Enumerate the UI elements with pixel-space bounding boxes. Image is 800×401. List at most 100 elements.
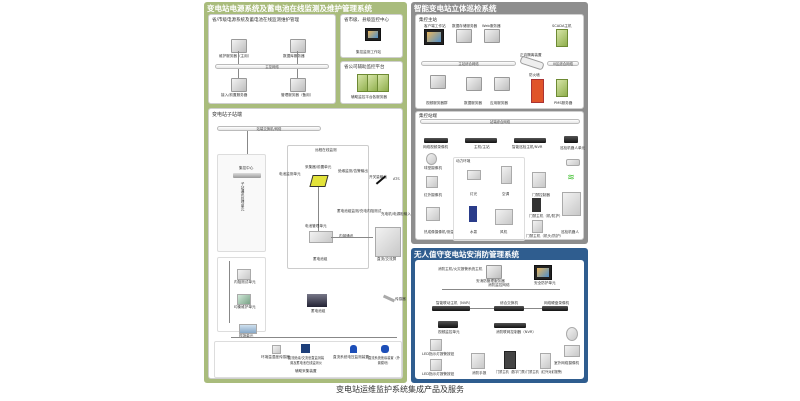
figure-caption: 变电站运维监护系统集成产品及服务: [336, 385, 464, 394]
server-label: 管理服务器（备用）: [281, 93, 314, 97]
pc-unit-label: 电池监测单元: [279, 172, 301, 176]
linkage-host-icon: [432, 306, 470, 311]
pump-icon: [469, 206, 477, 222]
aux-item-label: 直流系统绝缘装置（外置模块）: [368, 356, 400, 365]
center-unit-label: 集控中心: [239, 166, 254, 170]
power-monitoring-system-frame: 变电站电源系统及蓄电池在线监测及维护管理系统 省/市级电源系统及蓄电池在线监测维…: [204, 2, 411, 383]
device-label: 数据存储服务器: [452, 24, 478, 28]
station-end-panel: 集控站端 站端综合网络 网络视频录像机 主机/主站 智能巡检主机/NVR 巡检机…: [415, 111, 586, 241]
fire-system-panel: 消防主机/火灾报警系统主机 安消防管理服务器 安全防护单元 消防监控网络 智能联…: [415, 260, 584, 379]
aux-collector-panel: 环境温湿度传感器 直流绝缘/交流窜直监测装置及蓄电池在线监测仪 直流系统电压监测…: [214, 341, 402, 378]
sub-unit-label: 均衡维护单元: [234, 305, 256, 309]
temp-sensor-icon: [272, 345, 281, 354]
fire-workstation-icon: [534, 265, 552, 280]
access-server-icon: [231, 78, 247, 92]
bus-label: III区综合网络: [553, 62, 573, 66]
panel-title: 省公司辅助监控平台: [344, 65, 385, 70]
outdoor-camera-icon: [564, 345, 580, 357]
device-label: 水泵: [470, 230, 478, 234]
router-icon: [566, 159, 580, 166]
device-label: 红外摄像机: [424, 193, 442, 197]
device-label: 巡检机器人: [561, 230, 579, 234]
aux-item-label: 直流绝缘/交流窜直监测装置及蓄电池在线监测仪: [287, 356, 325, 365]
switch-icon: [494, 306, 524, 311]
aux-platform-panel: 省公司辅助监控平台 辅助监控平台各服务器: [340, 61, 403, 104]
control-network-bus: 主控网络: [215, 64, 329, 69]
collector-icon: [309, 175, 329, 187]
station-network-bus: 站端交换机/网络: [217, 126, 321, 131]
scada-host-icon: [556, 29, 568, 47]
balance-unit-icon: [237, 294, 251, 305]
firewall-icon: [531, 79, 544, 103]
data-server-icon: [466, 77, 482, 91]
bus-label: 站端交换机/网络: [256, 127, 282, 131]
resistance-unit-icon: [237, 269, 251, 280]
robot-unit-icon: [564, 136, 578, 143]
aux-item-label: 环境温湿度传感器: [261, 355, 290, 359]
battery-monitor-label: 蓄电池组监测/充电内阻测试: [337, 209, 382, 213]
workstation-icon: [365, 28, 381, 41]
server-label: 接入/前置服务器: [221, 93, 248, 97]
panel-title: 集控站端: [419, 114, 437, 119]
device-label: LED指示灯报警按钮: [422, 372, 455, 376]
aux-panel-title: 辅助采集装置: [295, 369, 317, 373]
mgmt-server-icon: [290, 78, 306, 92]
nvr-icon: [424, 138, 448, 143]
device-label: 防火墙: [529, 73, 540, 77]
dome-camera-icon: [426, 153, 437, 165]
bus-label: 主控网络: [265, 65, 279, 69]
battery-bank-icon: [307, 294, 327, 307]
device-label: 安消防管理服务器: [476, 279, 505, 283]
cabinet-label: 直流/交流屏: [377, 257, 397, 261]
power-system-title: 变电站电源系统及蓄电池在线监测及维护管理系统: [207, 4, 372, 13]
workstation-label: 集控监测工作站: [356, 50, 382, 54]
aux-item-label: 直流系统电压监测装置: [333, 355, 369, 359]
device-label: 风机: [500, 230, 508, 234]
device-label: 消防联网控制器（NVR）: [496, 330, 536, 334]
substation-panel: 变电站子站端 站端交换机/网络 集控中心 子站通讯处理单元 远程在线监测 电池监…: [208, 108, 411, 379]
sensor-label: 传感器: [395, 297, 406, 301]
inspection-system-title: 智能变电站立体巡检系统: [414, 4, 497, 13]
device-label: 智能巡检主机/NVR: [512, 145, 543, 149]
insulation-device-icon: [301, 344, 310, 353]
network-label: 消防监控网络: [488, 283, 510, 287]
panel-title: 变电站子站端: [212, 112, 243, 118]
web-server-icon: [484, 29, 500, 43]
device-label: 视频监控单元: [438, 330, 460, 334]
fire-safety-system-frame: 无人值守变电站安消防管理系统 消防主机/火灾报警系统主机 安消防管理服务器 安全…: [411, 248, 588, 383]
device-label: 巡检机器人单元: [560, 146, 586, 150]
device-label: 智能联动主机（NVR）: [436, 301, 473, 305]
device-label: 视频服务器群: [426, 101, 448, 105]
province-management-panel: 省/市级电源系统及蓄电池在线监测维护管理 维护服务器（主用） 数据库服务器 主控…: [208, 14, 336, 104]
fire-server-icon: [486, 265, 502, 279]
comm-unit-icon: [233, 173, 261, 178]
device-label: 门禁主机（红外对射报警）: [526, 370, 565, 374]
battery-bank-label: 蓄电池组: [311, 309, 326, 313]
bus-label: 站端综合网络: [489, 120, 511, 124]
wifi-icon: ≋: [567, 173, 575, 183]
video-server-icon: [430, 75, 446, 89]
server-label: 维护服务器（主用）: [219, 54, 252, 58]
server-label: 数据库服务器: [283, 54, 305, 58]
battery-label: 蓄电池组: [313, 257, 328, 261]
device-label: PMS服务器: [554, 101, 573, 105]
db-server-icon: [290, 39, 306, 53]
device-label: 灯光: [470, 192, 478, 196]
device-label: 主机/主站: [474, 145, 490, 149]
field-unit-icon: [239, 324, 257, 334]
insulation-module-icon: [381, 345, 389, 353]
device-label: 门禁主机（数字门禁）: [496, 370, 528, 374]
fire-nvr-icon: [494, 323, 526, 328]
video-unit-icon: [438, 321, 458, 328]
field-unit-label: 现场单元: [239, 334, 254, 338]
comm-unit-label: 子站通讯处理单元: [241, 182, 245, 211]
bms-label: 电池管理单元: [305, 224, 327, 228]
output-label: 绝缘监测/告警输出: [338, 169, 368, 173]
infrared-camera-icon: [426, 176, 438, 188]
master-network-bus: 主站综合网络: [421, 61, 516, 66]
alarm-button-icon: [430, 359, 442, 371]
signal-label: 开关量输出: [369, 175, 387, 179]
bms-icon: [309, 231, 333, 243]
environment-title: 动力环境: [456, 159, 471, 163]
zone3-network-bus: III区综合网络: [547, 61, 579, 66]
